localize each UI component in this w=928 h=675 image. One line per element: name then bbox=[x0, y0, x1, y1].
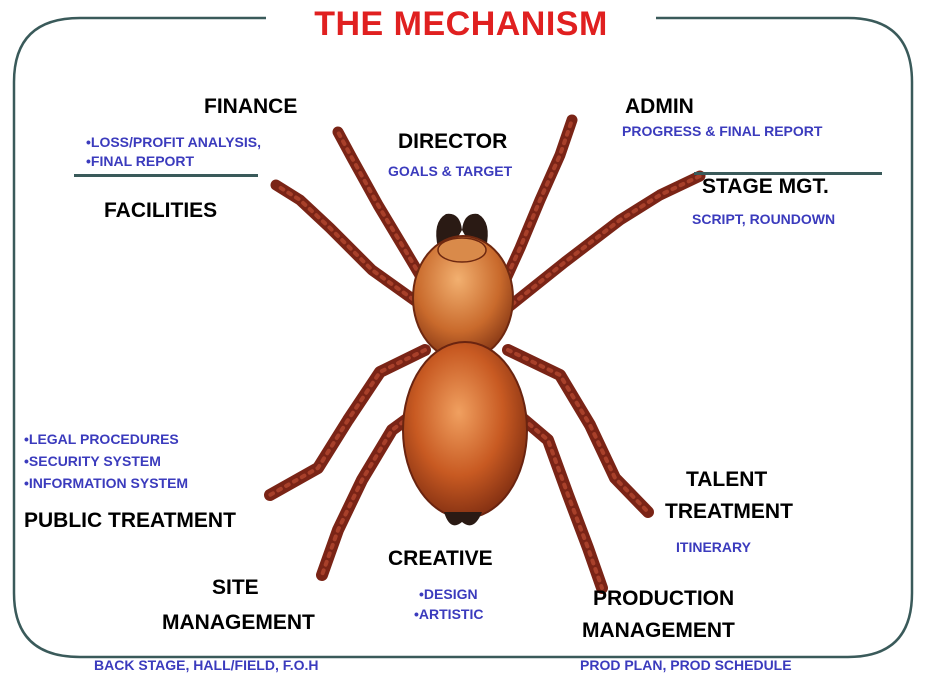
public-treatment-label: PUBLIC TREATMENT bbox=[24, 508, 236, 534]
finance-label: FINANCE bbox=[204, 94, 297, 120]
spider-abdomen bbox=[403, 342, 527, 518]
creative-item: •ARTISTIC bbox=[414, 604, 483, 624]
site-management-label-line2: MANAGEMENT bbox=[162, 610, 315, 636]
director-label: DIRECTOR bbox=[398, 129, 507, 155]
creative-item: •DESIGN bbox=[419, 584, 478, 604]
stage-mgt-note: SCRIPT, ROUNDOWN bbox=[692, 209, 835, 229]
production-management-label-line1: PRODUCTION bbox=[593, 586, 734, 612]
facilities-label: FACILITIES bbox=[104, 198, 217, 224]
page-title: THE MECHANISM bbox=[266, 4, 656, 44]
stage-mgt-label: STAGE MGT. bbox=[702, 174, 829, 200]
site-management-note: BACK STAGE, HALL/FIELD, F.O.H bbox=[94, 655, 319, 675]
talent-treatment-label-line1: TALENT bbox=[686, 467, 767, 493]
finance-item: •FINAL REPORT bbox=[86, 151, 194, 171]
creative-label: CREATIVE bbox=[388, 546, 493, 572]
production-management-note: PROD PLAN, PROD SCHEDULE bbox=[580, 655, 792, 675]
production-management-label-line2: MANAGEMENT bbox=[582, 618, 735, 644]
talent-treatment-note: ITINERARY bbox=[676, 537, 751, 557]
site-management-label-line1: SITE bbox=[212, 575, 259, 601]
admin-label: ADMIN bbox=[625, 94, 694, 120]
public-treatment-item: •INFORMATION SYSTEM bbox=[24, 473, 188, 493]
public-treatment-item: •LEGAL PROCEDURES bbox=[24, 429, 179, 449]
divider-left bbox=[74, 174, 258, 177]
finance-item: •LOSS/PROFIT ANALYSIS, bbox=[86, 132, 261, 152]
admin-note: PROGRESS & FINAL REPORT bbox=[622, 121, 822, 141]
talent-treatment-label-line2: TREATMENT bbox=[665, 499, 793, 525]
public-treatment-item: •SECURITY SYSTEM bbox=[24, 451, 161, 471]
director-note: GOALS & TARGET bbox=[388, 161, 512, 181]
